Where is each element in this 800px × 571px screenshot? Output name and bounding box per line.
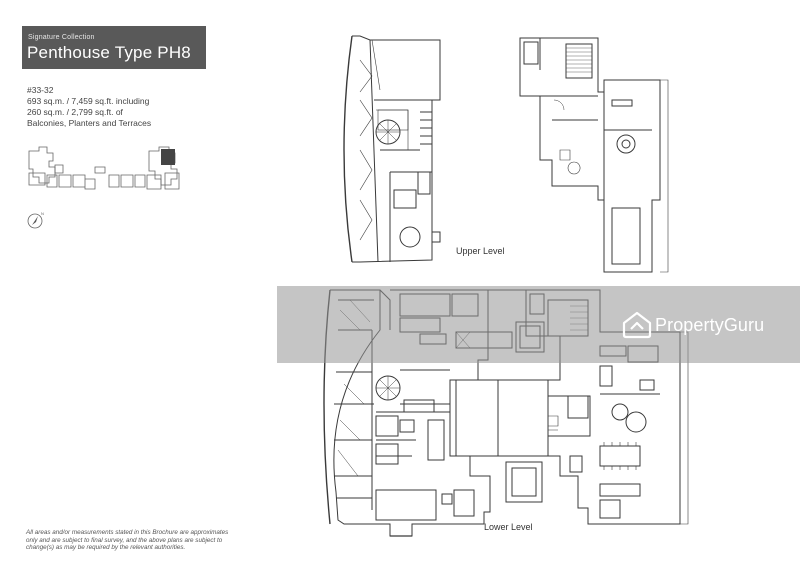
upper-level-right-block — [519, 37, 669, 273]
unit-area-line-2: 260 sq.m. / 2,799 sq.ft. of — [27, 107, 123, 117]
unit-area-line-1: 693 sq.m. / 7,459 sq.ft. including — [27, 96, 150, 106]
unit-info: #33-32 693 sq.m. / 7,459 sq.ft. includin… — [27, 85, 151, 129]
north-compass-icon: N — [27, 211, 44, 229]
unit-number: #33-32 — [27, 85, 54, 95]
watermark-band — [277, 286, 800, 363]
upper-level-main-block — [343, 35, 441, 263]
highlight-unit — [161, 149, 175, 165]
watermark-brand-text: PropertyGuru — [655, 315, 765, 335]
key-plan — [28, 146, 180, 190]
lower-level-label: Lower Level — [484, 522, 533, 532]
collection-label: Signature Collection — [28, 34, 95, 41]
propertyguru-logo-icon — [622, 311, 652, 339]
upper-level-label: Upper Level — [456, 246, 505, 256]
unit-area-line-3: Balconies, Planters and Terraces — [27, 118, 152, 128]
title-block: Signature Collection Penthouse Type PH8 — [22, 26, 206, 69]
disclaimer-text: All areas and/or measurements stated in … — [26, 529, 229, 552]
page-title: Penthouse Type PH8 — [27, 43, 191, 62]
svg-text:N: N — [41, 211, 44, 216]
